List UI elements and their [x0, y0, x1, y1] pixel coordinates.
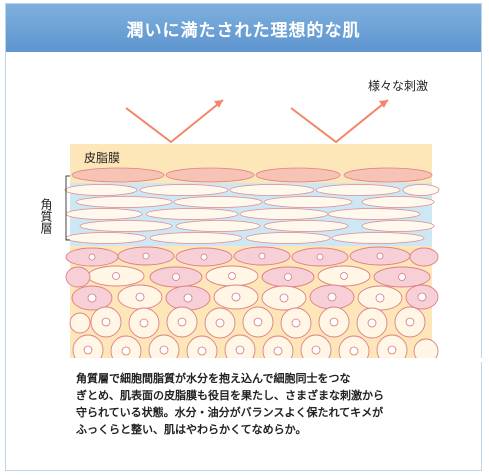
stimulus-arrow-left [125, 99, 224, 144]
stimulus-arrows [125, 99, 389, 144]
nuclei-row5 [83, 345, 397, 356]
skin-diagram: 様々な刺激 皮脂膜 [6, 79, 483, 362]
nuclei-row4 [101, 317, 415, 328]
header-title: 潤いに満たされた理想的な肌 [126, 20, 361, 41]
caption: 角質層で細胞間脂質が水分を抱え込んで細胞同士をつな ぎとめ、肌表面の皮脂膜も役目… [76, 370, 446, 438]
nuclei-row3 [87, 292, 427, 303]
stimulus-arrow-right [290, 99, 389, 144]
caption-line: 守られている状態。水分・油分がバランスよく保たれてキメが [76, 406, 384, 419]
info-card: 潤いに満たされた理想的な肌 様々な刺激 皮脂膜 [5, 3, 483, 471]
nuclei-row2 [112, 272, 406, 281]
card-header: 潤いに満たされた理想的な肌 [6, 4, 481, 52]
living-cells-row2 [65, 265, 431, 288]
caption-line: 角質層で細胞間脂質が水分を抱え込んで細胞同士をつな [76, 372, 351, 385]
sebum-cells [71, 167, 433, 183]
stratum-label: 角質層 [39, 198, 53, 235]
caption-line: ぎとめ、肌表面の皮脂膜も役目を果たし、さまざまな刺激から [76, 389, 384, 402]
corneocytes [64, 184, 440, 244]
stimuli-label: 様々な刺激 [368, 79, 428, 93]
caption-line: ふっくらと整い、肌はやわらかくてなめらか。 [76, 423, 307, 436]
nuclei-row1 [88, 252, 384, 261]
stratum-bracket [65, 175, 70, 241]
stimulus-arrow-right-head [379, 100, 388, 108]
sebum-label: 皮脂膜 [84, 150, 120, 165]
stimulus-arrow-left-head [214, 100, 223, 108]
